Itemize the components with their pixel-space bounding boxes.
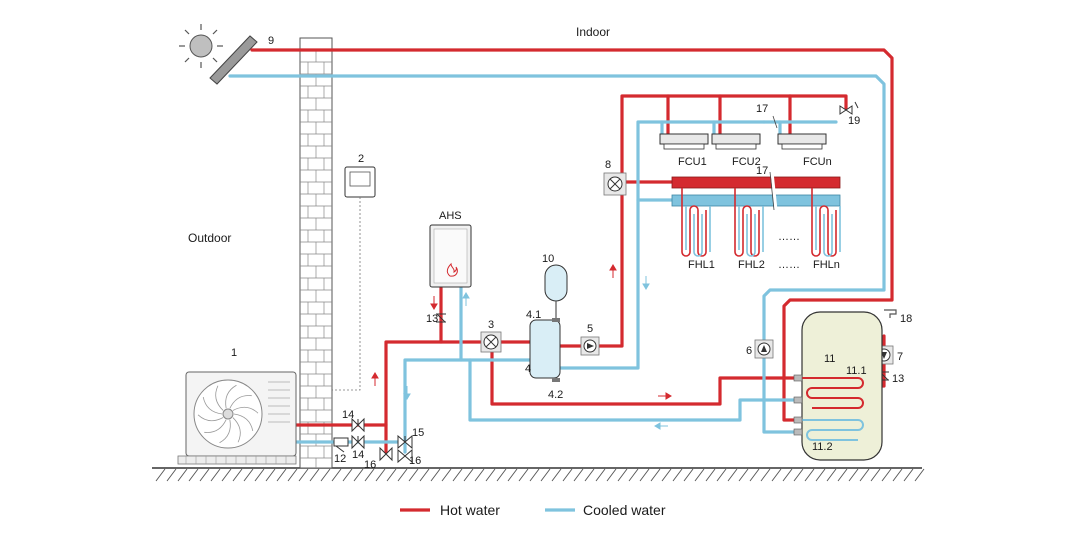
expansion-vessel: [544, 264, 568, 322]
number-8: 8: [605, 159, 611, 171]
hot-water-pipes: [250, 48, 894, 454]
circulation-pump-6-icon: [754, 339, 774, 359]
number-11: 11: [824, 353, 835, 365]
number-10: 10: [542, 253, 554, 265]
number-12: 12: [334, 453, 346, 465]
dhw-tank: [793, 311, 883, 461]
fhl2-label: FHL2: [738, 259, 765, 271]
flow-arrows: [371, 264, 672, 430]
fcun-unit: [777, 133, 827, 150]
number-14-lower: 14: [352, 449, 364, 461]
check-valve-icon: [436, 313, 446, 323]
number-18: 18: [900, 313, 912, 325]
fcu2-unit: [711, 133, 761, 150]
tap-icon: [884, 309, 897, 318]
number-4: 4: [525, 363, 531, 375]
number-15: 15: [412, 427, 424, 439]
number-2: 2: [358, 153, 364, 165]
fhl-dots-label: ……: [778, 259, 800, 271]
number-17-fcu: 17: [756, 103, 768, 115]
sun-icon: [179, 24, 223, 68]
three-way-valve-8: [603, 172, 627, 196]
filter-icon: [333, 437, 349, 453]
ahs-boiler: [429, 224, 472, 288]
number-6: 6: [746, 345, 752, 357]
ground: [152, 467, 925, 482]
number-4-1: 4.1: [526, 309, 541, 321]
legend-cold-label: Cooled water: [583, 502, 666, 518]
indoor-label: Indoor: [576, 25, 610, 39]
number-4-2: 4.2: [548, 389, 563, 401]
solar-panel: [209, 35, 258, 85]
fcu2-label: FCU2: [732, 156, 761, 168]
cooled-water-pipes: [228, 74, 886, 454]
number-14-upper: 14: [342, 409, 354, 421]
outdoor-heat-pump-unit: [177, 371, 297, 465]
number-19: 19: [848, 115, 860, 127]
legend-hot-label: Hot water: [440, 502, 500, 518]
number-7: 7: [897, 351, 903, 363]
fhl-dots-label-upper: ……: [778, 231, 800, 243]
buffer-tank: [529, 318, 561, 382]
fhln-label: FHLn: [813, 259, 840, 271]
thermostat-icon: [332, 166, 376, 391]
outdoor-label: Outdoor: [188, 231, 231, 245]
legend: Hot water Cooled water: [400, 502, 666, 518]
fhl1-label: FHL1: [688, 259, 715, 271]
diagram-labels: Indoor Outdoor AHS FCU1 FCU2 FCUn FHL1 F…: [188, 25, 912, 471]
number-16-left: 16: [364, 459, 376, 471]
number-9: 9: [268, 35, 274, 47]
number-11-2: 11.2: [812, 441, 833, 453]
number-1: 1: [231, 347, 237, 359]
three-way-valve-3: [480, 331, 502, 353]
number-17-fhl: 17: [756, 165, 768, 177]
ahs-label: AHS: [439, 210, 462, 222]
fcu1-label: FCU1: [678, 156, 707, 168]
brick-wall: [299, 37, 333, 469]
floor-heating-manifold: [671, 171, 841, 257]
fan-coil-units: [659, 101, 859, 150]
number-11-1: 11.1: [846, 365, 867, 377]
fcu1-unit: [659, 133, 709, 150]
shutoff-valves: [351, 417, 413, 464]
air-purge-valve-icon: [839, 101, 859, 115]
number-13-ahs: 13: [426, 313, 438, 325]
number-16-right: 16: [409, 455, 421, 467]
number-13-dhw: 13: [892, 373, 904, 385]
number-3: 3: [488, 319, 494, 331]
circulation-pump-5-icon: [580, 336, 600, 356]
number-5: 5: [587, 323, 593, 335]
fcun-label: FCUn: [803, 156, 832, 168]
